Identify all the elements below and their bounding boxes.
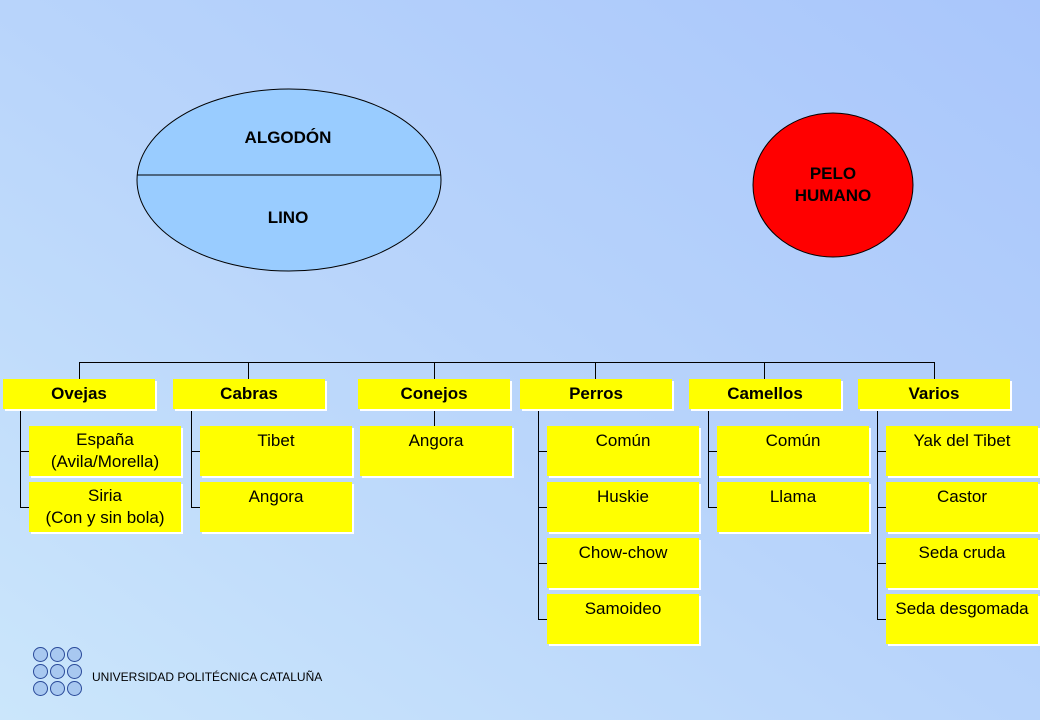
branch-stub <box>877 619 886 620</box>
human-hair-circle <box>752 112 914 258</box>
circle-label-line2: HUMANO <box>794 186 872 205</box>
item-tibet: Tibet <box>200 426 352 476</box>
branch-stub <box>538 451 547 452</box>
branch-stub <box>20 451 29 452</box>
category-header-varios: Varios <box>858 379 1010 409</box>
category-header-cabras: Cabras <box>173 379 325 409</box>
item-line: (Avila/Morella) <box>50 452 160 471</box>
branch-vertical-camellos <box>708 408 709 507</box>
drop-line-ovejas <box>79 362 80 379</box>
category-header-conejos: Conejos <box>358 379 510 409</box>
branch-stub <box>20 507 29 508</box>
item-line: Siria <box>87 486 122 505</box>
branch-stub <box>708 451 717 452</box>
oval-top-label: ALGODÓN <box>244 128 332 147</box>
item-angora-conejos: Angora <box>360 426 512 476</box>
item-line: (Con y sin bola) <box>45 508 165 527</box>
category-header-ovejas: Ovejas <box>3 379 155 409</box>
item-seda-desgomada: Seda desgomada <box>886 594 1038 644</box>
university-name: UNIVERSIDAD POLITÉCNICA CATALUÑA <box>92 670 323 684</box>
item-yak-del-tibet: Yak del Tibet <box>886 426 1038 476</box>
branch-stub <box>877 563 886 564</box>
item-castor: Castor <box>886 482 1038 532</box>
item-chow-chow: Chow-chow <box>547 538 699 588</box>
item-huskie: Huskie <box>547 482 699 532</box>
logo-dot <box>50 664 65 679</box>
item-siria: Siria (Con y sin bola) <box>29 482 181 532</box>
logo-dot <box>67 664 82 679</box>
item-comun-camellos: Común <box>717 426 869 476</box>
item-samoideo: Samoideo <box>547 594 699 644</box>
logo-dot <box>50 681 65 696</box>
branch-vertical-perros <box>538 408 539 619</box>
category-header-camellos: Camellos <box>689 379 841 409</box>
cotton-linen-oval <box>136 88 442 272</box>
item-line: España <box>76 430 134 449</box>
branch-stub <box>538 619 547 620</box>
logo-dot <box>33 647 48 662</box>
branch-vertical-ovejas <box>20 408 21 507</box>
branch-vertical-cabras <box>191 408 192 507</box>
item-seda-cruda: Seda cruda <box>886 538 1038 588</box>
drop-line-conejos <box>434 362 435 379</box>
branch-stub <box>538 507 547 508</box>
item-espana: España (Avila/Morella) <box>29 426 181 476</box>
circle-label-line1: PELO <box>809 164 857 183</box>
item-comun-perros: Común <box>547 426 699 476</box>
category-header-perros: Perros <box>520 379 672 409</box>
branch-vertical-conejos <box>434 408 435 426</box>
oval-bottom-label: LINO <box>267 208 309 227</box>
circle-label: PELO HUMANO <box>750 163 916 207</box>
logo-dot <box>67 647 82 662</box>
logo-dot <box>50 647 65 662</box>
logo-dot <box>67 681 82 696</box>
logo-dot <box>33 681 48 696</box>
branch-stub <box>877 507 886 508</box>
item-angora-cabras: Angora <box>200 482 352 532</box>
branch-stub <box>191 451 200 452</box>
drop-line-camellos <box>764 362 765 379</box>
item-llama: Llama <box>717 482 869 532</box>
branch-stub <box>877 451 886 452</box>
tree-trunk-line <box>79 362 934 363</box>
logo-dot <box>33 664 48 679</box>
drop-line-varios <box>934 362 935 379</box>
branch-vertical-varios <box>877 408 878 619</box>
drop-line-cabras <box>248 362 249 379</box>
university-logo-icon <box>33 647 83 697</box>
branch-stub <box>191 507 200 508</box>
branch-stub <box>708 507 717 508</box>
branch-stub <box>538 563 547 564</box>
drop-line-perros <box>595 362 596 379</box>
